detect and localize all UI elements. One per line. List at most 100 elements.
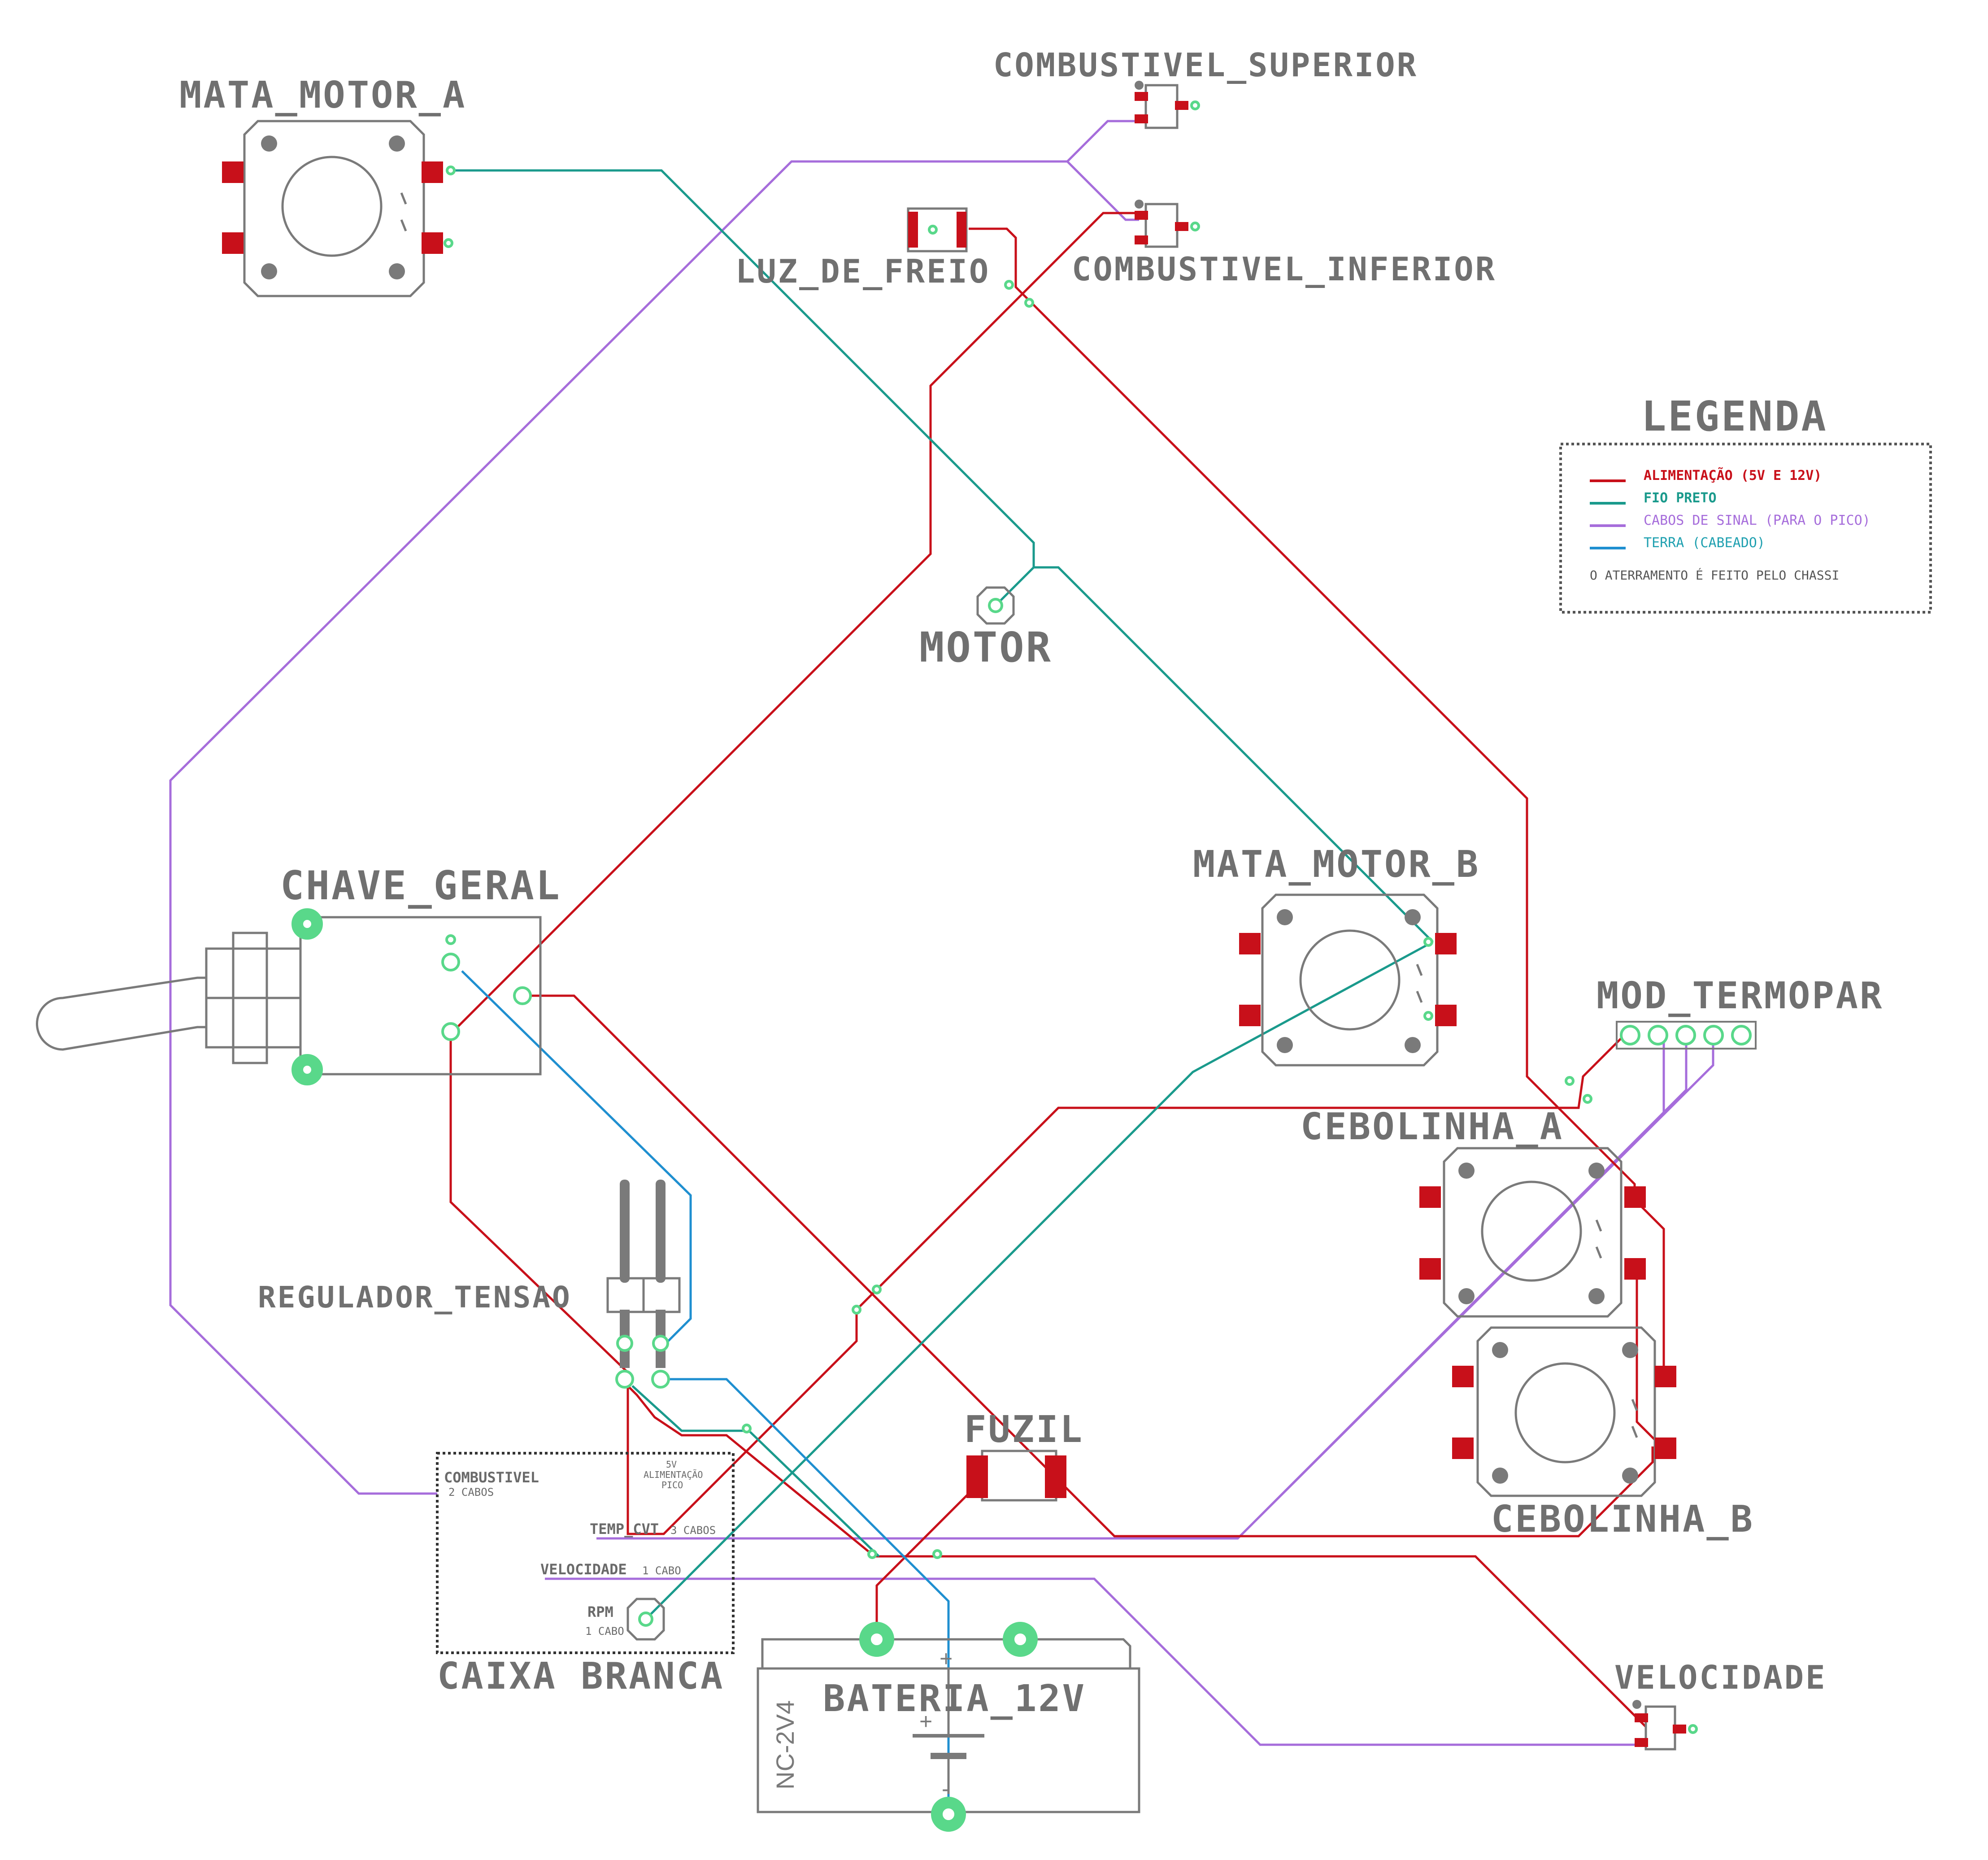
- caixa-temp-cvt-sub: 3 CABOS: [670, 1524, 716, 1537]
- bateria-12v[interactable]: + + - NC-2V4 BATERIA_12V: [757, 1622, 1140, 1832]
- junction-via: [852, 1305, 861, 1315]
- regulator-body: [606, 1277, 645, 1313]
- battery-top-plus: +: [940, 1646, 953, 1671]
- pin-via: [441, 1022, 460, 1041]
- caixa-temp-cvt: TEMP_CVT: [590, 1520, 659, 1538]
- legend-item-power: ALIMENTAÇÃO (5V E 12V): [1644, 467, 1822, 484]
- chave-geral[interactable]: CHAVE_GERAL: [36, 862, 561, 1085]
- caixa-alim-pico: PICO: [661, 1480, 683, 1490]
- mount-hole: [1492, 1468, 1508, 1484]
- pad: [1239, 1005, 1261, 1026]
- mount-hole: [1588, 1288, 1605, 1304]
- pad-via: [928, 225, 938, 235]
- regulador-tensao[interactable]: REGULADOR_TENSAO: [258, 1180, 681, 1389]
- mod-termopar[interactable]: MOD_TERMOPAR: [1565, 975, 1884, 1104]
- pad: [1239, 933, 1261, 954]
- legend-title: LEGENDA: [1641, 392, 1828, 440]
- black-wire-regulador: [631, 1385, 880, 1557]
- caixa-alim-label: ALIMENTAÇÃO: [644, 1469, 703, 1480]
- cebolinha-b[interactable]: CEBOLINHA_B: [1452, 1326, 1754, 1541]
- mata-motor-b[interactable]: MATA_MOTOR_B: [1193, 843, 1480, 1067]
- pad: [1655, 1366, 1676, 1387]
- regulator-lead: [656, 1180, 666, 1283]
- junction-via: [932, 1549, 942, 1559]
- pin-via: [445, 934, 456, 945]
- toggle-lever: [36, 976, 206, 1051]
- power-wire-chave-to-fuzil: [522, 994, 1654, 1538]
- header-pin: [1675, 1025, 1696, 1045]
- switch-symbol: [1631, 1399, 1638, 1438]
- pad: [222, 161, 244, 183]
- combustivel-superior[interactable]: COMBUSTIVEL_SUPERIOR: [993, 46, 1418, 129]
- sensor-body: [1144, 203, 1179, 248]
- header-outline: [1616, 1021, 1757, 1050]
- combustivel-inferior[interactable]: COMBUSTIVEL_INFERIOR: [1072, 200, 1496, 288]
- label-bateria: BATERIA_12V: [823, 1677, 1086, 1720]
- mount-hole: [1622, 1342, 1638, 1358]
- button-cap: [1514, 1362, 1616, 1464]
- mount-hole: [389, 263, 405, 279]
- regulator-lead: [620, 1180, 630, 1283]
- label-cebolinha-b: CEBOLINHA_B: [1491, 1498, 1754, 1541]
- pad: [422, 161, 443, 183]
- ground-wire-regulador: [666, 1378, 950, 1812]
- mount-hole: [389, 135, 405, 152]
- mount-hole: [1588, 1163, 1605, 1179]
- junction-via: [1024, 298, 1034, 308]
- button-cap: [281, 156, 383, 257]
- pad-via: [1423, 937, 1433, 947]
- legend-item-black: FIO PRETO: [1644, 490, 1717, 506]
- mata-motor-a[interactable]: MATA_MOTOR_A: [179, 74, 466, 297]
- pad: [1045, 1455, 1066, 1498]
- battery-body: [757, 1638, 1140, 1813]
- pad: [1419, 1258, 1441, 1280]
- mount-hole: [1492, 1342, 1508, 1358]
- caixa-branca[interactable]: COMBUSTIVEL 2 CABOS 5V ALIMENTAÇÃO PICO …: [436, 1452, 735, 1698]
- regulator-body: [642, 1277, 681, 1313]
- label-cebolinha-a: CEBOLINHA_A: [1301, 1106, 1564, 1148]
- power-wire-regulador-out: [627, 1385, 1647, 1728]
- pad: [1635, 1713, 1648, 1722]
- motor-terminal-via: [988, 598, 1003, 613]
- pin-marker: [1632, 1700, 1641, 1709]
- mount-hole: [1277, 1037, 1293, 1053]
- label-caixa-branca: CAIXA BRANCA: [437, 1655, 724, 1698]
- caixa-velocidade: VELOCIDADE: [540, 1561, 627, 1578]
- pad: [1624, 1258, 1646, 1280]
- mount-hole: [1405, 909, 1421, 925]
- power-wire-chave-to-switches: [450, 212, 1139, 1035]
- power-wire-fuzil-to-bateria: [875, 1479, 983, 1639]
- caixa-alim-5v: 5V: [666, 1459, 677, 1470]
- button-outline: [1443, 1147, 1623, 1318]
- junction-via: [742, 1424, 752, 1433]
- pad: [1135, 211, 1148, 220]
- label-luz-de-freio: LUZ_DE_FREIO: [735, 253, 990, 290]
- battery-terminal-positive: [859, 1622, 894, 1657]
- velocidade-sensor[interactable]: VELOCIDADE: [1614, 1659, 1827, 1751]
- luz-de-freio[interactable]: LUZ_DE_FREIO: [735, 207, 1034, 308]
- pin-via: [615, 1370, 634, 1389]
- motor[interactable]: MOTOR: [919, 586, 1053, 671]
- mount-hole: [261, 135, 277, 152]
- button-outline: [243, 120, 425, 297]
- sensor-body: [1144, 84, 1179, 129]
- label-fuzil: FUZIL: [964, 1408, 1084, 1451]
- label-regulador-tensao: REGULADOR_TENSAO: [258, 1280, 572, 1315]
- label-motor: MOTOR: [919, 623, 1053, 671]
- pad-via: [1190, 222, 1200, 231]
- legend-item-ground: TERRA (CABEADO): [1644, 535, 1765, 551]
- caixa-rpm: RPM: [587, 1603, 613, 1620]
- switch-body: [299, 916, 542, 1076]
- junction-via: [1565, 1076, 1575, 1086]
- pad-via: [1190, 100, 1200, 110]
- header-pin: [1620, 1025, 1640, 1045]
- fuzil[interactable]: FUZIL: [964, 1408, 1084, 1502]
- header-pin: [1648, 1025, 1668, 1045]
- ground-wire-chave: [461, 970, 692, 1346]
- pad: [1624, 1186, 1646, 1208]
- mount-hole: [1458, 1288, 1475, 1304]
- cebolinha-a[interactable]: CEBOLINHA_A: [1301, 1106, 1646, 1318]
- wires: [169, 120, 1714, 1812]
- junction-via: [872, 1285, 882, 1294]
